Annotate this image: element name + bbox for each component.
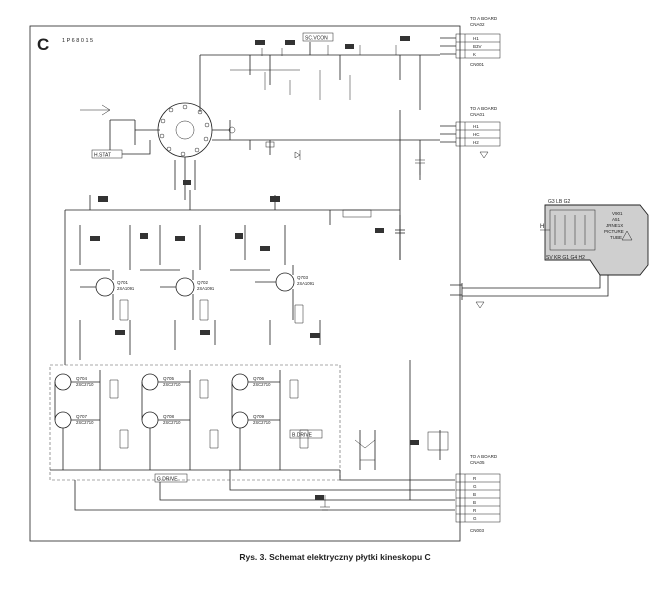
connector-bottom-pin5: R: [473, 508, 477, 513]
q703-label: Q703: [297, 275, 309, 280]
board-letter: C: [37, 35, 49, 54]
ground-arrow-middle: [479, 151, 489, 159]
tube-bottom-label: SV KR G1 G4 H2: [546, 255, 585, 261]
h-stat-label: H.STAT: [94, 153, 111, 159]
connector-bottom-code: CNA05: [470, 460, 485, 465]
board-frame: [29, 25, 461, 542]
connector-bottom-sub: CN003: [470, 528, 485, 533]
tube-id: V901: [612, 211, 623, 216]
figure-caption: Rys. 3. Schemat elektryczny płytki kines…: [239, 552, 431, 562]
q707-type: 2SC2710: [76, 420, 94, 425]
q701-label: Q701: [117, 280, 129, 285]
q701-type: 2SA1091: [117, 286, 135, 291]
h-stat-lead: [109, 119, 151, 155]
q702-label: Q702: [197, 280, 209, 285]
hv-arrow: [80, 104, 111, 116]
connector-top-pin1: H1: [473, 36, 479, 41]
connector-bottom: TO A BOARD CNA05 R G B B R G CN003: [455, 454, 501, 533]
fuse: [265, 141, 275, 148]
drive-stage: Q704 Q707 Q705 Q708 Q706 Q709: [50, 370, 340, 471]
tube-cable: [450, 265, 609, 300]
socket-pins: [159, 104, 210, 157]
connector-top-leads: [440, 37, 456, 55]
tube-side-label: H: [540, 224, 544, 230]
connector-top-sub: CN001: [470, 62, 485, 67]
tube-line3: PICTURE: [604, 229, 624, 234]
q706-type: 2SC2710: [253, 382, 271, 387]
q708-type: 2SC2710: [163, 420, 181, 425]
bus-210: [64, 209, 400, 365]
crt-socket: [157, 102, 213, 158]
q708-label: Q708: [163, 414, 175, 419]
drive-stage-area: [49, 364, 341, 481]
q704-label: Q704: [76, 376, 88, 381]
q702-type: 2SA1091: [197, 286, 215, 291]
bridge-rect: [354, 439, 376, 461]
q705-type: 2SC2710: [163, 382, 181, 387]
q709-type: 2SC2710: [253, 420, 271, 425]
tube-line1: A51: [612, 217, 621, 222]
connector-top-pin2: B3V: [473, 44, 482, 49]
sc-vcon-label: SC.VCON: [305, 36, 328, 42]
top-network: [230, 69, 351, 100]
crt-socket-key: [175, 120, 195, 140]
tube-line2: JRNE1X: [606, 223, 623, 228]
q703-type: 2SA1091: [297, 281, 315, 286]
connector-top-title: TO A BOARD: [470, 16, 498, 21]
connector-middle-code: CNA01: [470, 112, 485, 117]
connector-bottom-pin3: B: [473, 492, 476, 497]
connector-bottom-title: TO A BOARD: [470, 454, 498, 459]
connector-bottom-pin6: G: [473, 516, 477, 521]
diode-d1: [294, 150, 301, 160]
b-drive-label: B.DRIVE: [292, 433, 313, 439]
g-drive-label: G.DRIVE: [157, 477, 178, 483]
board-code: 1 P 6 8 0 1 5: [62, 38, 93, 44]
q709-label: Q709: [253, 414, 265, 419]
connector-bottom-pin1: R: [473, 476, 477, 481]
tube-top-label: G3 LB G2: [548, 199, 570, 205]
connector-bottom-pin4: B: [473, 500, 476, 505]
ground-arrow-cable: [475, 301, 485, 309]
sc-vcon-tag: [302, 32, 334, 42]
test-point: [427, 431, 449, 451]
heater-line: [212, 110, 440, 260]
bus-tag: [342, 209, 372, 218]
drive-to-connector: [74, 360, 455, 511]
connector-middle-pin2: HC: [473, 132, 480, 137]
picture-tube: H G3 LB G2 V901 A51 JRNE1X PICTURE TUBE …: [540, 199, 649, 276]
right-cap: [395, 215, 405, 260]
bus-drops: [89, 190, 276, 210]
connector-top-pin3: K: [473, 52, 476, 57]
connector-middle-title: TO A BOARD: [470, 106, 498, 111]
q705-label: Q705: [163, 376, 175, 381]
connector-middle-leads: [440, 125, 456, 143]
b-drive-tag: [289, 429, 323, 439]
connector-bottom-pin2: G: [473, 484, 477, 489]
output-stage: Q701 Q702 Q703: [70, 225, 321, 360]
socket-leads: [134, 55, 231, 200]
component-marks: [90, 36, 419, 500]
connector-middle-pin3: H2: [473, 140, 479, 145]
tube-line4: TUBE: [610, 235, 622, 240]
q706-label: Q706: [253, 376, 265, 381]
connector-top-code: CNA02: [470, 22, 485, 27]
ground-1: [320, 495, 330, 511]
g-drive-tag: [154, 473, 188, 483]
connector-middle-pin1: H1: [473, 124, 479, 129]
connector-middle: TO A BOARD CNA01 H1 HC H2: [455, 106, 501, 147]
connector-top: TO A BOARD CNA02 H1 B3V K CN001: [455, 16, 501, 67]
q704-type: 2SC2710: [76, 382, 94, 387]
cap-c1: [415, 150, 425, 175]
q707-label: Q707: [76, 414, 88, 419]
top-resistors: [261, 45, 397, 56]
